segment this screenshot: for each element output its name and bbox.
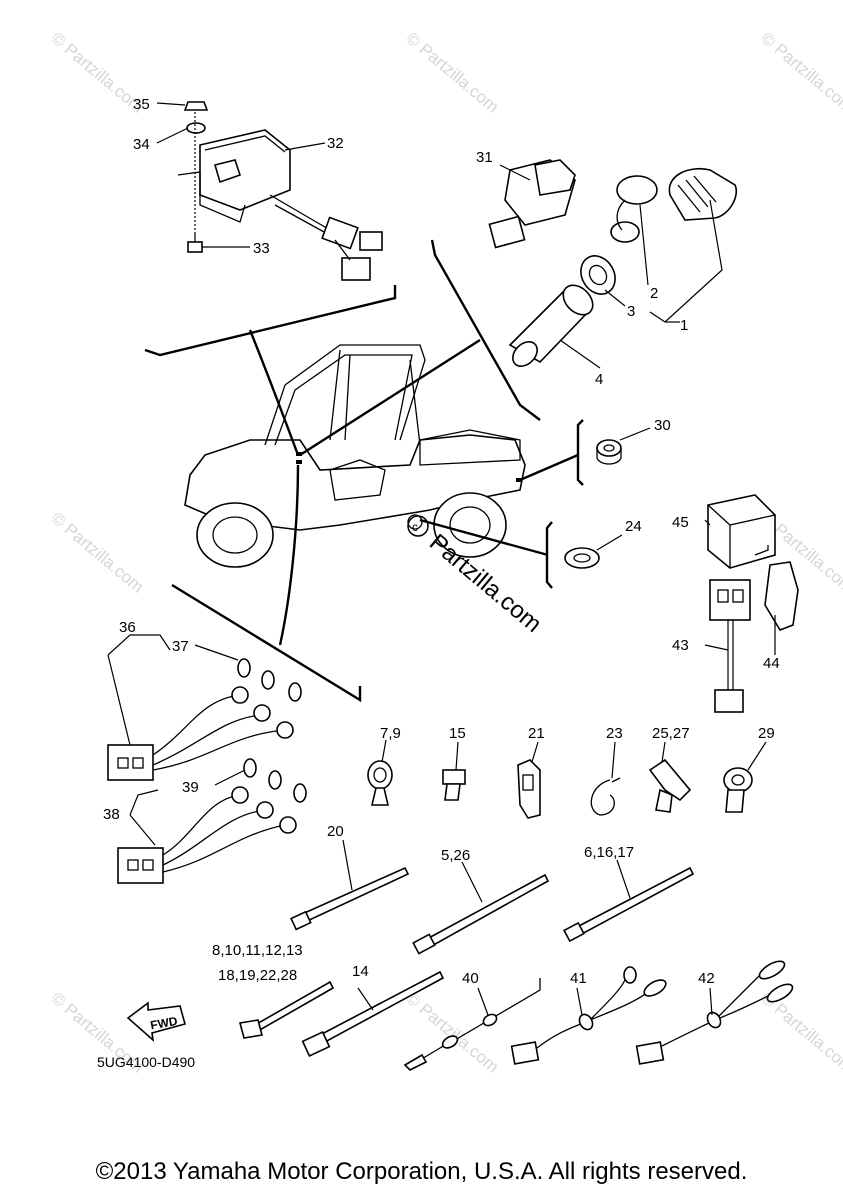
callout-labels: 1 2 3 4 14 15 20 21 23 24 29 30 31 32 33… [103,96,780,987]
callout-label: 18,19,22,28 [218,967,297,984]
callout-label: 40 [462,970,479,987]
fwd-label: FWD [149,1014,179,1033]
lead-40 [403,978,541,1071]
callout-label: 38 [103,806,120,823]
callout-label: 29 [758,725,775,742]
callout-label: 43 [672,637,689,654]
callout-label: 24 [625,518,642,535]
clip-21 [517,741,541,819]
locator-lines [144,239,584,703]
callout-label: 8,10,11,12,13 [212,942,303,959]
watermark: © Partzilla.com [402,29,502,117]
callout-label: 15 [449,725,466,742]
socket-assembly-1-4 [488,159,737,369]
callout-label: 44 [763,655,780,672]
callout-label: 41 [570,970,587,987]
callout-label: 32 [327,135,344,152]
cable-tie-8-13 [239,980,335,1039]
cable-tie-20 [290,839,410,931]
callout-label: 3 [627,303,635,320]
callout-label: 7,9 [380,725,401,742]
callout-label: 35 [133,96,150,113]
callout-label: 34 [133,136,150,153]
callout-label: 20 [327,823,344,840]
callout-label: 36 [119,619,136,636]
diagram-code: 5UG4100-D490 [97,1054,195,1070]
callout-label: 39 [182,779,199,796]
callout-label: 37 [172,638,189,655]
relay-assembly-32 [156,101,383,281]
bulb-harness-38 [117,758,307,884]
copyright-circle-icon: c [412,520,418,534]
clip-29 [723,741,767,813]
callout-label: 42 [698,970,715,987]
lead-42 [635,960,794,1065]
copyright-notice: ©2013 Yamaha Motor Corporation, U.S.A. A… [95,1158,748,1185]
lead-41 [510,966,667,1065]
callout-label: 14 [352,963,369,980]
callout-label: 33 [253,240,270,257]
clip-7-9 [367,739,393,806]
vehicle-illustration [184,344,526,568]
callout-label: 30 [654,417,671,434]
callout-label: 2 [650,285,658,302]
callout-label: 31 [476,149,493,166]
callout-label: 5,26 [441,847,470,864]
watermark: © Partzilla.com [757,29,843,117]
cable-tie-14 [301,970,445,1057]
callout-label: 6,16,17 [584,844,634,861]
callout-label: 1 [680,317,688,334]
callout-label: 45 [672,514,689,531]
diagram-canvas: © Partzilla.com © Partzilla.com © Partzi… [47,29,843,1077]
callout-label: 23 [606,725,623,742]
watermark: © Partzilla.com [47,509,147,597]
fwd-arrow-icon: FWD [126,1001,186,1043]
grommets [564,427,651,569]
bulb-harness-36 [107,634,302,781]
clip-15 [442,741,466,801]
cable-tie-5-26 [412,861,550,955]
relay-45-assembly [704,494,799,713]
cable-tie-6-16-17 [563,859,695,943]
callout-label: 25,27 [652,725,690,742]
clip-23 [590,741,621,816]
callout-label: 21 [528,725,545,742]
callout-label: 4 [595,371,603,388]
clip-25-27 [648,741,692,813]
